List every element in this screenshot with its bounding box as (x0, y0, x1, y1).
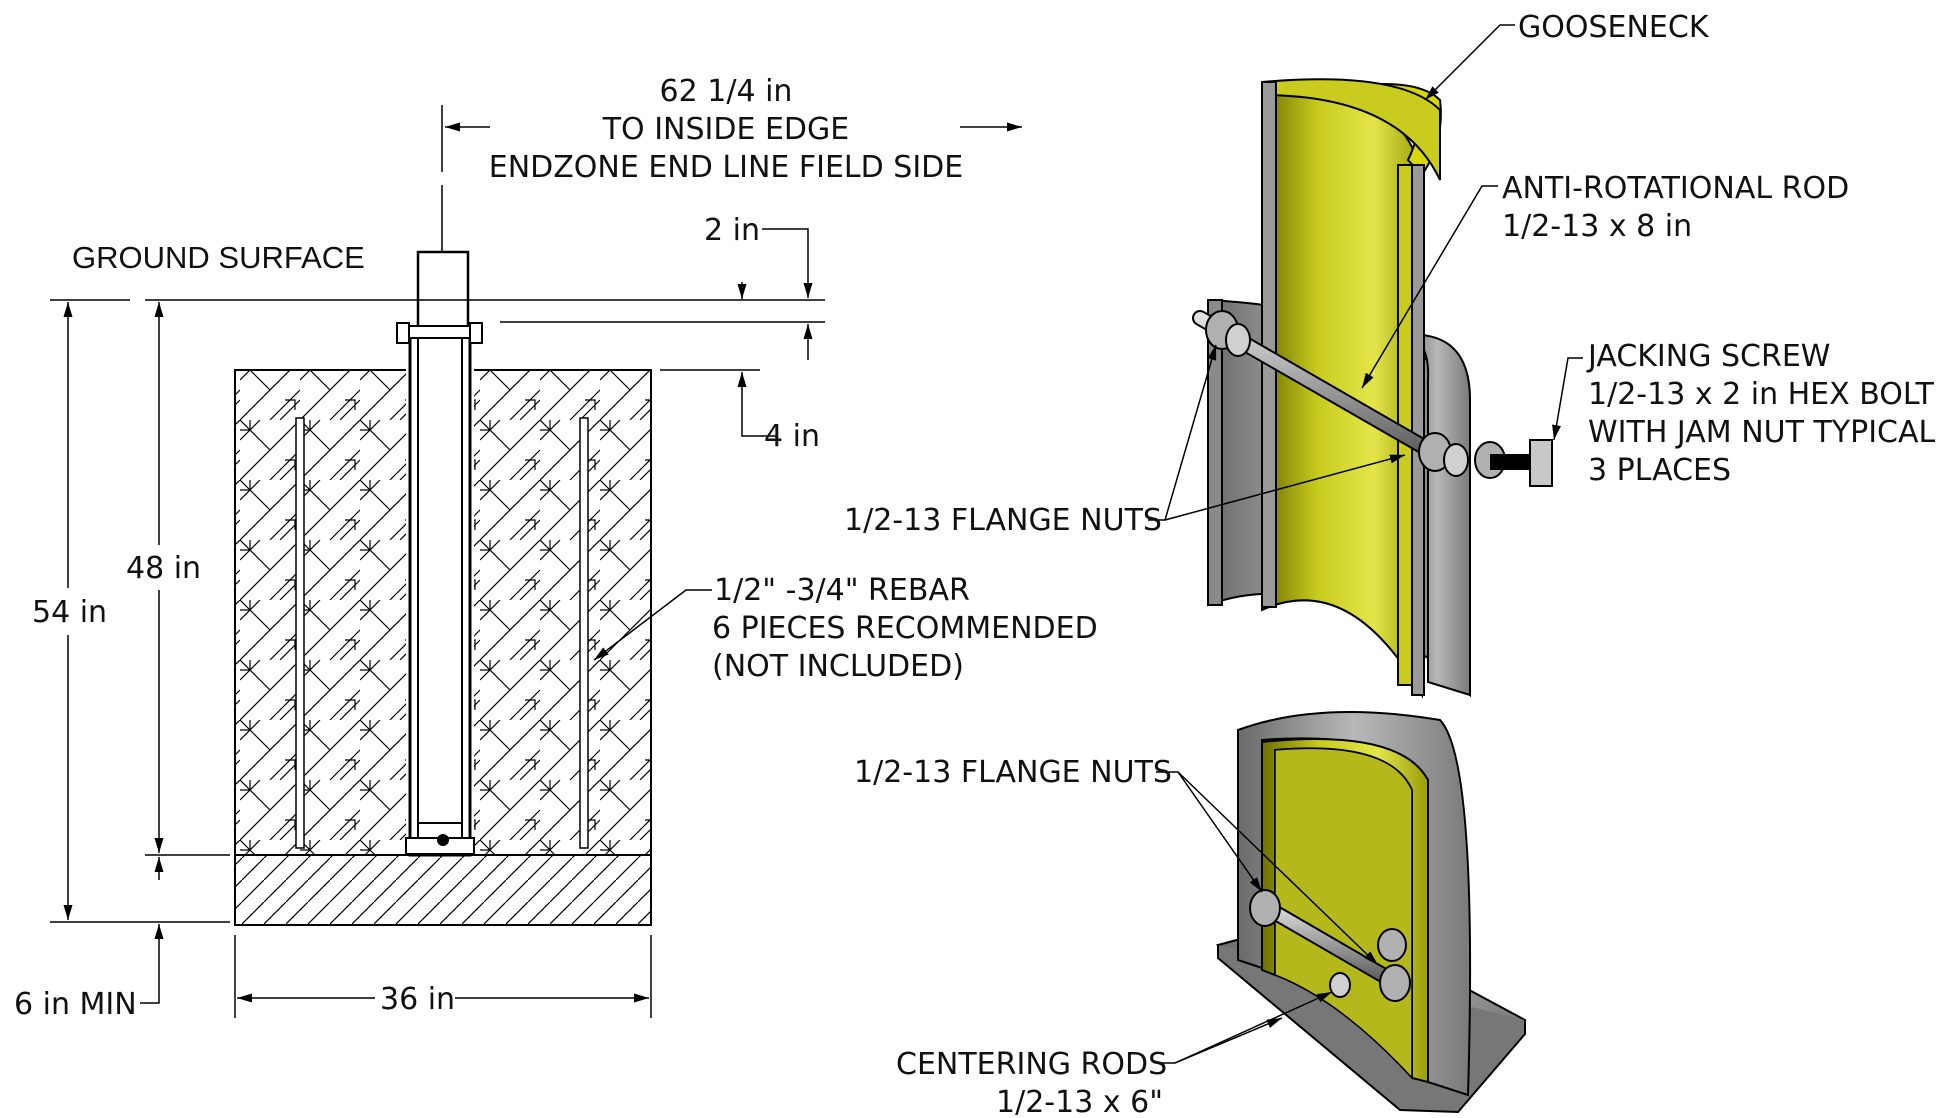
ground-surface-label: GROUND SURFACE (72, 240, 365, 275)
dim-6in-label: 6 in MIN (14, 987, 137, 1022)
ground-sleeve (408, 328, 472, 857)
sleeve-flange (399, 325, 481, 339)
jacking-label-2: 1/2-13 x 2 in HEX BOLT (1588, 377, 1934, 412)
dim-2in: 2 in (704, 213, 813, 360)
sleeve-detail-upper (1192, 78, 1553, 699)
callout-leaders (1148, 24, 1583, 1064)
offset-dim-line-2: TO INSIDE EDGE (602, 112, 850, 147)
dim-36in: 36 in (234, 935, 652, 1018)
anti-rod-label-1: ANTI-ROTATIONAL ROD (1502, 171, 1849, 206)
dim-6in: 6 in MIN (14, 857, 164, 1022)
dim-54in: 54 in (32, 302, 107, 920)
sleeve-detail-lower (1215, 711, 1527, 1114)
dim-48in-label: 48 in (126, 551, 201, 586)
rebar-left (295, 417, 305, 849)
centering-rods-label-2: 1/2-13 x 6" (996, 1085, 1163, 1118)
flange-nuts-lower-label: 1/2-13 FLANGE NUTS (854, 755, 1172, 790)
offset-dim-line-3: ENDZONE END LINE FIELD SIDE (489, 150, 963, 185)
dim-54in-label: 54 in (32, 595, 107, 630)
upright-post (416, 250, 470, 334)
offset-dimension: 62 1/4 in TO INSIDE EDGE ENDZONE END LIN… (445, 74, 1022, 185)
dim-4in-label: 4 in (764, 419, 820, 454)
rebar-note-line-1: 1/2" -3/4" REBAR (714, 573, 970, 608)
rebar-note-line-3: (NOT INCLUDED) (712, 649, 964, 684)
jacking-label-4: 3 PLACES (1588, 453, 1731, 488)
dim-48in: 48 in (126, 302, 201, 853)
foundation-section (50, 105, 825, 926)
dim-4in: 4 in (737, 372, 820, 454)
centering-rods-label-1: CENTERING RODS (896, 1047, 1167, 1082)
jacking-label-1: JACKING SCREW (1586, 339, 1830, 374)
rebar-note: 1/2" -3/4" REBAR 6 PIECES RECOMMENDED (N… (593, 573, 1098, 684)
jacking-screw (1474, 439, 1553, 487)
anti-rod-label-2: 1/2-13 x 8 in (1502, 209, 1692, 244)
flange-nuts-upper-label: 1/2-13 FLANGE NUTS (844, 503, 1162, 538)
gooseneck-label: GOOSENECK (1518, 10, 1710, 45)
dim-2in-label: 2 in (704, 213, 760, 248)
dim-36in-label: 36 in (380, 982, 455, 1017)
gravel-base (234, 854, 652, 926)
offset-dim-line-1: 62 1/4 in (660, 74, 793, 109)
rebar-right (579, 417, 589, 849)
jacking-label-3: WITH JAM NUT TYPICAL (1588, 415, 1936, 450)
rebar-note-line-2: 6 PIECES RECOMMENDED (712, 611, 1098, 646)
